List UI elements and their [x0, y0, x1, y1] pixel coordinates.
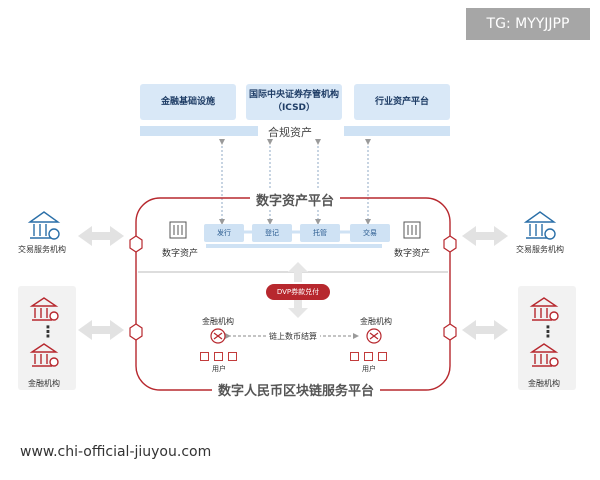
server-icon — [403, 221, 421, 239]
watermark-bottom-text: www.chi-official-jiuyou.com — [20, 444, 212, 460]
user-square — [364, 352, 373, 361]
node-hex — [443, 235, 457, 253]
user-square — [350, 352, 359, 361]
right-fin-label: 金融机构 — [528, 379, 560, 388]
top-box-financial-infrastructure: 金融基础设施 — [140, 84, 236, 120]
bank-icon — [529, 297, 559, 321]
platform-title: 数字资产平台 — [250, 190, 341, 209]
node-hex — [443, 323, 457, 341]
user-square — [214, 352, 223, 361]
coin-icon — [210, 328, 226, 344]
compliance-bar-right — [344, 126, 450, 136]
user-label-left: 用户 — [212, 365, 226, 373]
dvp-label: DVP券款兑付 — [276, 288, 320, 296]
bank-icon — [27, 211, 61, 240]
left-fin-panel — [18, 286, 76, 390]
bank-icon — [29, 343, 59, 367]
bottom-platform-title: 数字人民币区块链服务平台 — [212, 380, 381, 399]
node-hex — [129, 235, 143, 253]
top-box-icsd: 国际中央证券存管机构（ICSD） — [246, 84, 342, 120]
bank-icon — [523, 211, 557, 240]
watermark-top: TG: MYYJJPP — [466, 8, 590, 40]
top-box-industry-platform: 行业资产平台 — [354, 84, 450, 120]
user-square — [378, 352, 387, 361]
user-label-right: 用户 — [362, 365, 376, 373]
side-arrow-right-bottom — [462, 320, 508, 340]
fin-inst-left: 金融机构 — [202, 317, 234, 326]
top-box-label: 金融基础设施 — [160, 96, 215, 107]
top-box-label: 行业资产平台 — [374, 96, 429, 107]
coin-icon — [366, 328, 382, 344]
dvp-arrow — [288, 298, 308, 318]
bank-icon — [29, 297, 59, 321]
compliance-bar-left — [140, 126, 258, 136]
left-exchange-label: 交易服务机构 — [18, 245, 66, 254]
compliance-label: 合规资产 — [268, 126, 312, 139]
server-icon — [169, 221, 187, 239]
process-step-label: 托管 — [313, 229, 327, 237]
settlement-label: 链上数币结算 — [266, 331, 320, 342]
user-square — [200, 352, 209, 361]
process-step-issue: 发行 — [204, 224, 244, 242]
side-arrow-left-top — [78, 226, 124, 246]
process-step-label: 发行 — [217, 229, 231, 237]
process-step-label: 登记 — [265, 229, 279, 237]
node-hex — [129, 323, 143, 341]
user-square — [228, 352, 237, 361]
process-step-trade: 交易 — [350, 224, 390, 242]
process-bar — [206, 244, 382, 248]
right-ellipsis: ⋮ — [540, 322, 556, 341]
left-ellipsis: ⋮ — [40, 322, 56, 341]
side-arrow-left-bottom — [78, 320, 124, 340]
side-arrow-right-top — [462, 226, 508, 246]
process-step-custody: 托管 — [300, 224, 340, 242]
watermark-bottom: www.chi-official-jiuyou.com — [12, 440, 220, 464]
dvp-badge: DVP券款兑付 — [266, 284, 330, 300]
top-box-label: 国际中央证券存管机构（ICSD） — [248, 90, 339, 113]
bank-icon — [529, 343, 559, 367]
process-step-label: 交易 — [363, 229, 377, 237]
left-fin-label: 金融机构 — [28, 379, 60, 388]
right-exchange-label: 交易服务机构 — [516, 245, 564, 254]
process-step-register: 登记 — [252, 224, 292, 242]
digital-asset-left: 数字资产 — [162, 249, 199, 259]
dvp-arrow — [288, 262, 308, 282]
fin-inst-right: 金融机构 — [360, 317, 392, 326]
digital-asset-right: 数字资产 — [394, 249, 431, 259]
watermark-top-text: TG: MYYJJPP — [486, 16, 570, 32]
